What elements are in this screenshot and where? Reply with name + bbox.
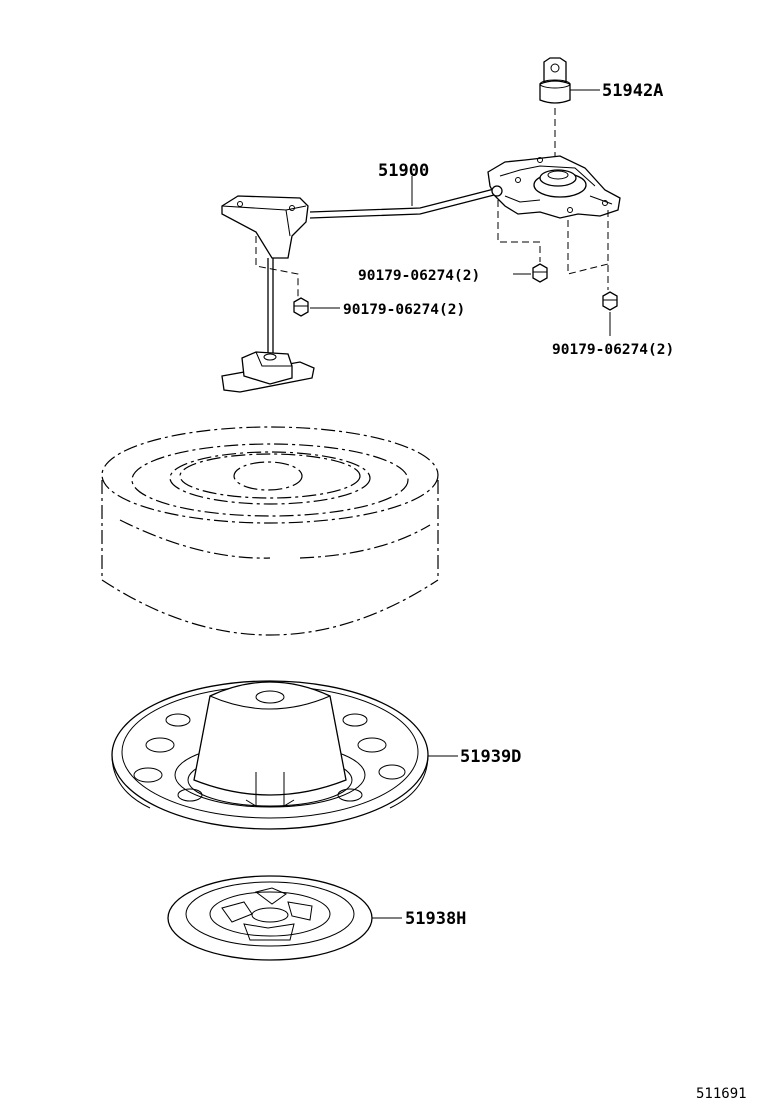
spare-tire bbox=[101, 426, 439, 636]
callout-bolt-far-right: 90179-06274(2) bbox=[552, 342, 674, 358]
spare-tire-lock bbox=[539, 57, 571, 170]
retainer bbox=[167, 875, 373, 961]
callout-51942a: 51942A bbox=[602, 81, 663, 101]
bolt-left bbox=[293, 297, 309, 317]
callout-51900: 51900 bbox=[378, 161, 429, 181]
callout-bolt-left: 90179-06274(2) bbox=[343, 302, 465, 318]
bolt-upper bbox=[532, 263, 548, 283]
callout-bolt-upper: 90179-06274(2) bbox=[358, 268, 480, 284]
callout-51938h: 51938H bbox=[405, 909, 466, 929]
spare-tire-carrier bbox=[221, 155, 621, 393]
diagram-id: 511691 bbox=[696, 1086, 747, 1102]
callout-51939d: 51939D bbox=[460, 747, 521, 767]
wheel-cover-tray bbox=[111, 680, 429, 830]
bolt-far-right bbox=[602, 291, 618, 311]
